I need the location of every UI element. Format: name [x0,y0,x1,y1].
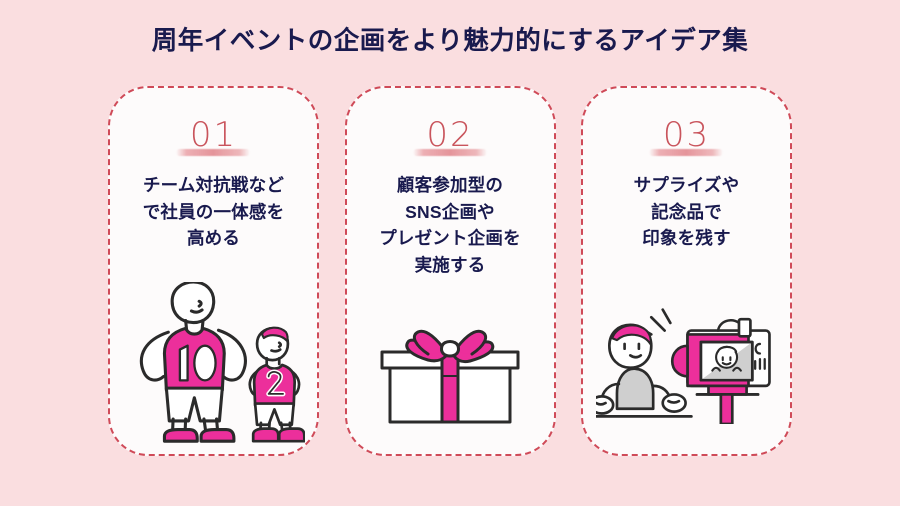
card-number-group: 03 [649,112,724,158]
idea-card-01[interactable]: 01 チーム対抗戦など で社員の一体感を 高める [108,86,319,456]
card-text: チーム対抗戦など で社員の一体感を 高める [121,172,307,252]
card-illustration [110,282,317,446]
gift-box-with-ribbon-illustration [380,329,520,424]
card-number: 03 [662,115,711,155]
card-number-group: 01 [176,112,251,158]
number-underline-brush [649,149,724,156]
card-text-line: 高める [186,228,241,249]
card-number: 01 [189,115,238,155]
card-text-line: サプライズや [633,175,740,195]
card-text-line: プレゼント企画を [379,228,521,249]
two-sports-players-illustration [139,282,306,443]
idea-card-02[interactable]: 02 顧客参加型の SNS企画や プレゼント企画を 実施する [344,86,556,456]
surprised-person-with-video-camera-illustration [595,308,771,424]
card-text-line: チーム対抗戦など [142,175,285,195]
card-illustration [583,302,790,446]
card-text: 顧客参加型の SNS企画や プレゼント企画を 実施する [357,172,543,278]
idea-card-03[interactable]: 03 サプライズや 記念品で 印象を残す [581,86,792,456]
card-text-line: 実施する [414,254,486,275]
number-underline-brush [412,149,487,156]
idea-card-list: 01 チーム対抗戦など で社員の一体感を 高める [108,86,792,456]
card-text-line: SNS企画や [405,201,495,222]
card-text-line: 印象を残す [642,228,731,249]
card-text-line: で社員の一体感を [142,201,285,222]
card-text-line: 記念品で [651,201,722,222]
number-underline-brush [176,149,251,156]
card-text-line: 顧客参加型の [396,175,504,195]
page-title: 周年イベントの企画をより魅力的にするアイデア集 [151,27,749,55]
card-illustration [347,316,554,446]
card-number-group: 02 [412,112,487,158]
card-number: 02 [426,115,474,155]
card-text: サプライズや 記念品で 印象を残す [594,172,780,252]
